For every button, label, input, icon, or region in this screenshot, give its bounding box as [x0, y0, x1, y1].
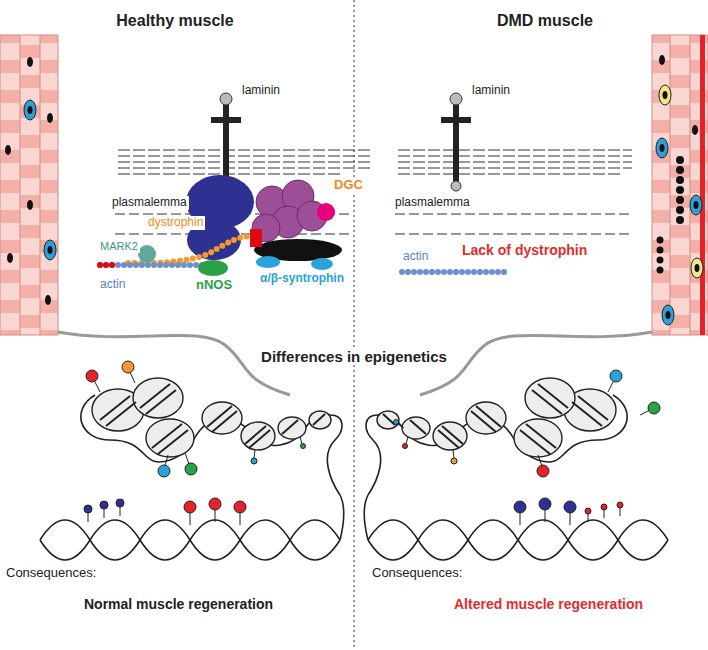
section-heading: Differences in epigenetics [259, 348, 449, 365]
part-label: laminin [240, 84, 282, 98]
healthy-chromatin [40, 361, 344, 560]
panel-title: Healthy muscle [114, 12, 235, 30]
healthy-fibers [0, 35, 58, 335]
part-label: DGC [332, 178, 365, 193]
consequence-text: Normal muscle regeneration [82, 596, 275, 612]
dmd-membrane [395, 93, 632, 272]
dmd-fibers [652, 35, 708, 335]
part-label: actin [98, 278, 127, 292]
part-label: α/β-syntrophin [258, 272, 346, 286]
consequence-text: Altered muscle regeneration [452, 596, 645, 612]
divider [354, 0, 355, 650]
part-label: plasmalemma [110, 196, 189, 210]
note-label: Lack of dystrophin [460, 242, 589, 258]
part-label: plasmalemma [393, 196, 472, 210]
part-label: MARK2 [98, 240, 140, 253]
consequence-label: Consequences: [4, 566, 98, 581]
part-label: actin [401, 250, 430, 264]
healthy-membrane [100, 93, 372, 276]
dmd-chromatin [364, 370, 668, 560]
consequence-label: Consequences: [370, 566, 464, 581]
part-label: laminin [470, 84, 512, 98]
part-label: dystrophin [146, 216, 205, 230]
panel-title: DMD muscle [495, 12, 595, 30]
part-label: nNOS [194, 278, 234, 293]
